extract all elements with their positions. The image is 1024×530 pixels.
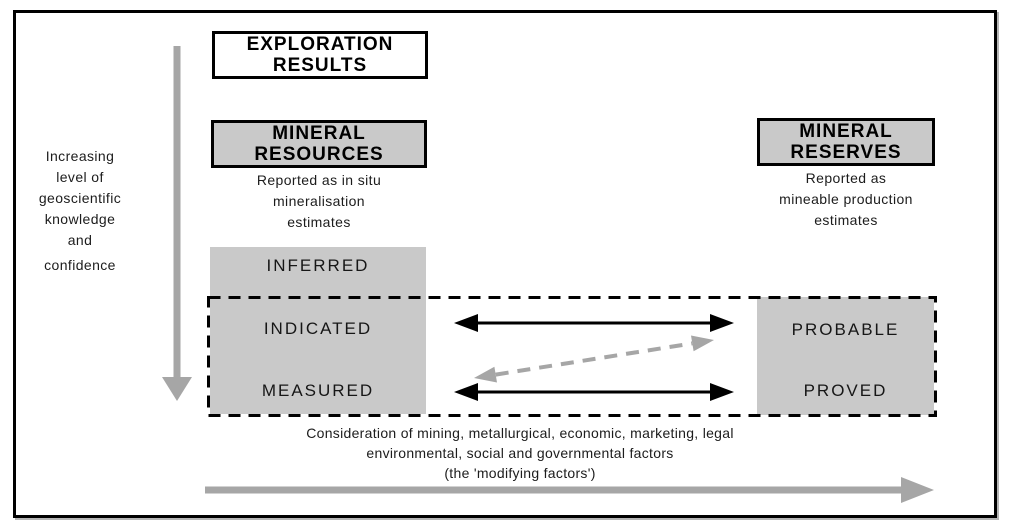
caption-line: Reported as [805, 170, 887, 186]
caption-line: Reported as in situ [256, 172, 382, 188]
mineral-reserves-box: MINERAL RESERVES [757, 118, 935, 166]
exploration-results-box: EXPLORATION RESULTS [212, 31, 428, 79]
caption-line: mineralisation [273, 193, 365, 209]
axis-label-line: and [67, 232, 93, 248]
category-indicated: INDICATED [263, 319, 373, 338]
caption-line: mineable production [779, 191, 913, 207]
axis-label-line: geoscientific [38, 190, 122, 206]
knowledge-axis-label: Increasing level of geoscientific knowle… [10, 146, 150, 276]
caption-line: estimates [287, 214, 351, 230]
exploration-results-line: EXPLORATION [246, 34, 394, 55]
mineral-reserves-line: MINERAL [799, 121, 893, 142]
category-probable: PROBABLE [791, 320, 900, 339]
axis-label-line: level of [56, 169, 104, 185]
exploration-results-line: RESULTS [272, 55, 368, 76]
axis-label-line: confidence [44, 257, 116, 273]
note-line: (the 'modifying factors') [444, 465, 596, 481]
modifying-factors-note: Consideration of mining, metallurgical, … [210, 423, 830, 483]
axis-label-line: knowledge [44, 211, 116, 227]
category-measured: MEASURED [261, 381, 375, 400]
mineral-resources-line: RESOURCES [254, 144, 384, 165]
mineral-resources-caption: Reported as in situ mineralisation estim… [211, 170, 427, 233]
note-line: Consideration of mining, metallurgical, … [306, 425, 734, 441]
axis-label-line: Increasing [45, 148, 115, 164]
note-line: environmental, social and governmental f… [366, 445, 674, 461]
mineral-resources-box: MINERAL RESOURCES [211, 120, 427, 168]
mineral-resources-line: MINERAL [272, 123, 366, 144]
caption-line: estimates [814, 212, 878, 228]
category-proved: PROVED [803, 381, 888, 400]
mineral-reserves-line: RESERVES [790, 142, 902, 163]
category-inferred: INFERRED [266, 256, 370, 275]
mineral-reserves-caption: Reported as mineable production estimate… [746, 168, 946, 231]
